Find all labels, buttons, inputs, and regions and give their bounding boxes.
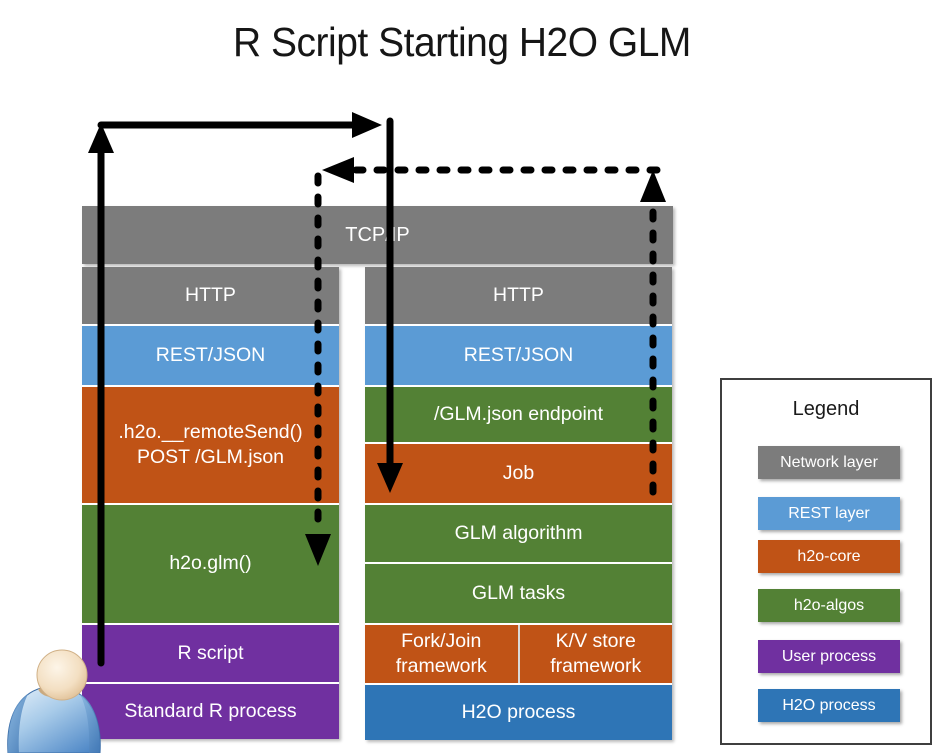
- legend-item: H2O process: [758, 689, 900, 722]
- stack-row: Job: [365, 444, 672, 503]
- stack-row: REST/JSON: [365, 326, 672, 385]
- stack-row: R script: [82, 625, 339, 682]
- stack-row: GLM algorithm: [365, 505, 672, 562]
- legend-item: User process: [758, 640, 900, 673]
- legend-title: Legend: [792, 398, 860, 420]
- stack-row: REST/JSON: [82, 326, 339, 385]
- person-icon: [7, 649, 101, 753]
- stack-row: .h2o.__remoteSend() POST /GLM.json: [82, 387, 339, 503]
- request-arrowhead-right: [352, 112, 382, 138]
- tcp-ip-label: TCP/IP: [345, 223, 410, 246]
- stack-row: HTTP: [82, 267, 339, 324]
- stack-cell-label: K/V store framework: [550, 629, 642, 677]
- stack-row: Fork/Join framework K/V store framework: [365, 625, 672, 683]
- response-arrowhead-left: [322, 157, 354, 183]
- request-arrowhead-up: [88, 123, 114, 153]
- stack-row: GLM tasks: [365, 564, 672, 623]
- page-title-text: R Script Starting H2O GLM: [233, 19, 691, 65]
- stack-row: H2O process: [365, 685, 672, 740]
- stack-row: HTTP: [365, 267, 672, 324]
- stack-row: /GLM.json endpoint: [365, 387, 672, 442]
- stack-row: Standard R process: [82, 684, 339, 739]
- legend-item: REST layer: [758, 497, 900, 530]
- legend-item: h2o-algos: [758, 589, 900, 622]
- tcp-ip-layer-box: TCP/IP: [82, 206, 673, 264]
- page-title: R Script Starting H2O GLM: [0, 16, 924, 68]
- cell-divider: [517, 625, 520, 683]
- stack-cell-label: Fork/Join framework: [395, 629, 487, 677]
- stack-row: h2o.glm(): [82, 505, 339, 623]
- response-arrowhead-up: [640, 170, 666, 202]
- legend-item: Network layer: [758, 446, 900, 479]
- legend-item: h2o-core: [758, 540, 900, 573]
